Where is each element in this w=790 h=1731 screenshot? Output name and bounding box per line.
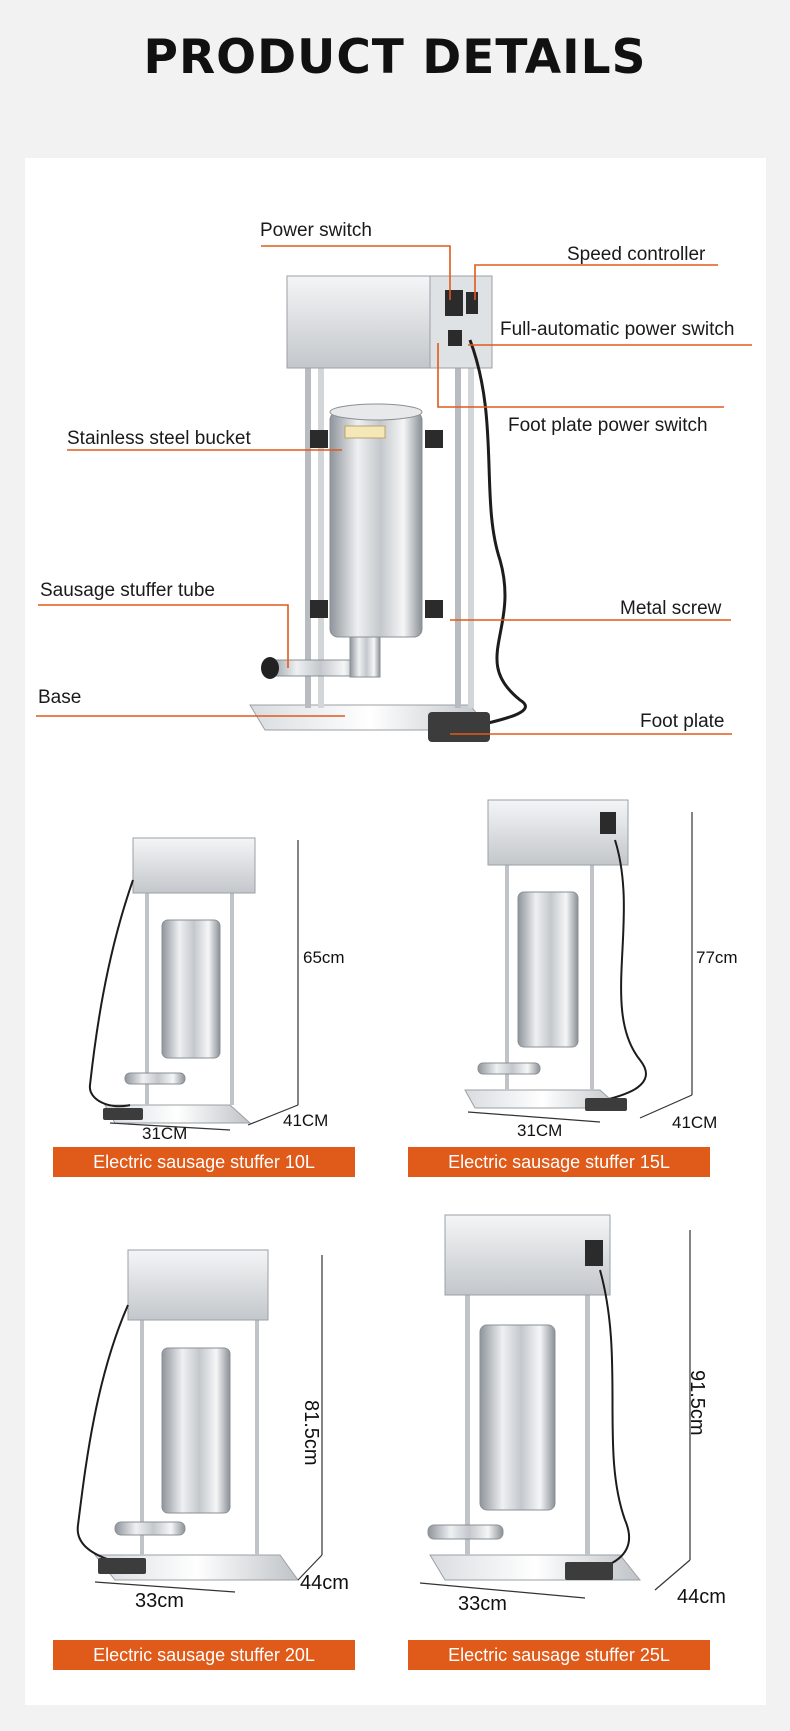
model-10l-banner: Electric sausage stuffer 10L: [53, 1147, 355, 1177]
model-25l-width: 33cm: [458, 1593, 507, 1615]
model-20l-depth: 44cm: [300, 1572, 349, 1594]
callout-stainless-steel-bucket: Stainless steel bucket: [67, 428, 251, 449]
model-15l-depth: 41CM: [672, 1113, 718, 1132]
callout-foot-plate: Foot plate: [640, 711, 725, 732]
model-20l-width: 33cm: [135, 1590, 184, 1612]
model-15l-width: 31CM: [517, 1121, 563, 1140]
model-15l-banner: Electric sausage stuffer 15L: [408, 1147, 710, 1177]
machine-10l-illustration: [88, 837, 299, 1131]
callout-foot-plate-power-switch: Foot plate power switch: [508, 415, 708, 436]
model-25l-height: 91.5cm: [686, 1370, 708, 1436]
model-20l-height: 81.5cm: [300, 1400, 322, 1466]
model-20l-banner: Electric sausage stuffer 20L: [53, 1640, 355, 1670]
model-25l-banner: Electric sausage stuffer 25L: [408, 1640, 710, 1670]
callout-speed-controller: Speed controller: [567, 244, 706, 265]
page-title: PRODUCT DETAILS: [143, 30, 647, 85]
callout-base: Base: [38, 687, 82, 708]
machine-15l-illustration: [464, 799, 693, 1123]
model-10l-depth: 41CM: [283, 1111, 329, 1130]
model-25l-depth: 44cm: [677, 1586, 726, 1608]
callout-full-auto-power-switch: Full-automatic power switch: [500, 319, 735, 340]
callout-sausage-stuffer-tube: Sausage stuffer tube: [40, 580, 215, 601]
callout-power-switch: Power switch: [260, 220, 372, 241]
model-10l-width: 31CM: [142, 1124, 188, 1143]
machine-25l-illustration: [419, 1214, 691, 1599]
model-10l-height: 65cm: [303, 948, 345, 967]
model-15l-height: 77cm: [696, 948, 738, 967]
callout-metal-screw: Metal screw: [620, 598, 722, 619]
machine-20l-illustration: [76, 1249, 323, 1593]
